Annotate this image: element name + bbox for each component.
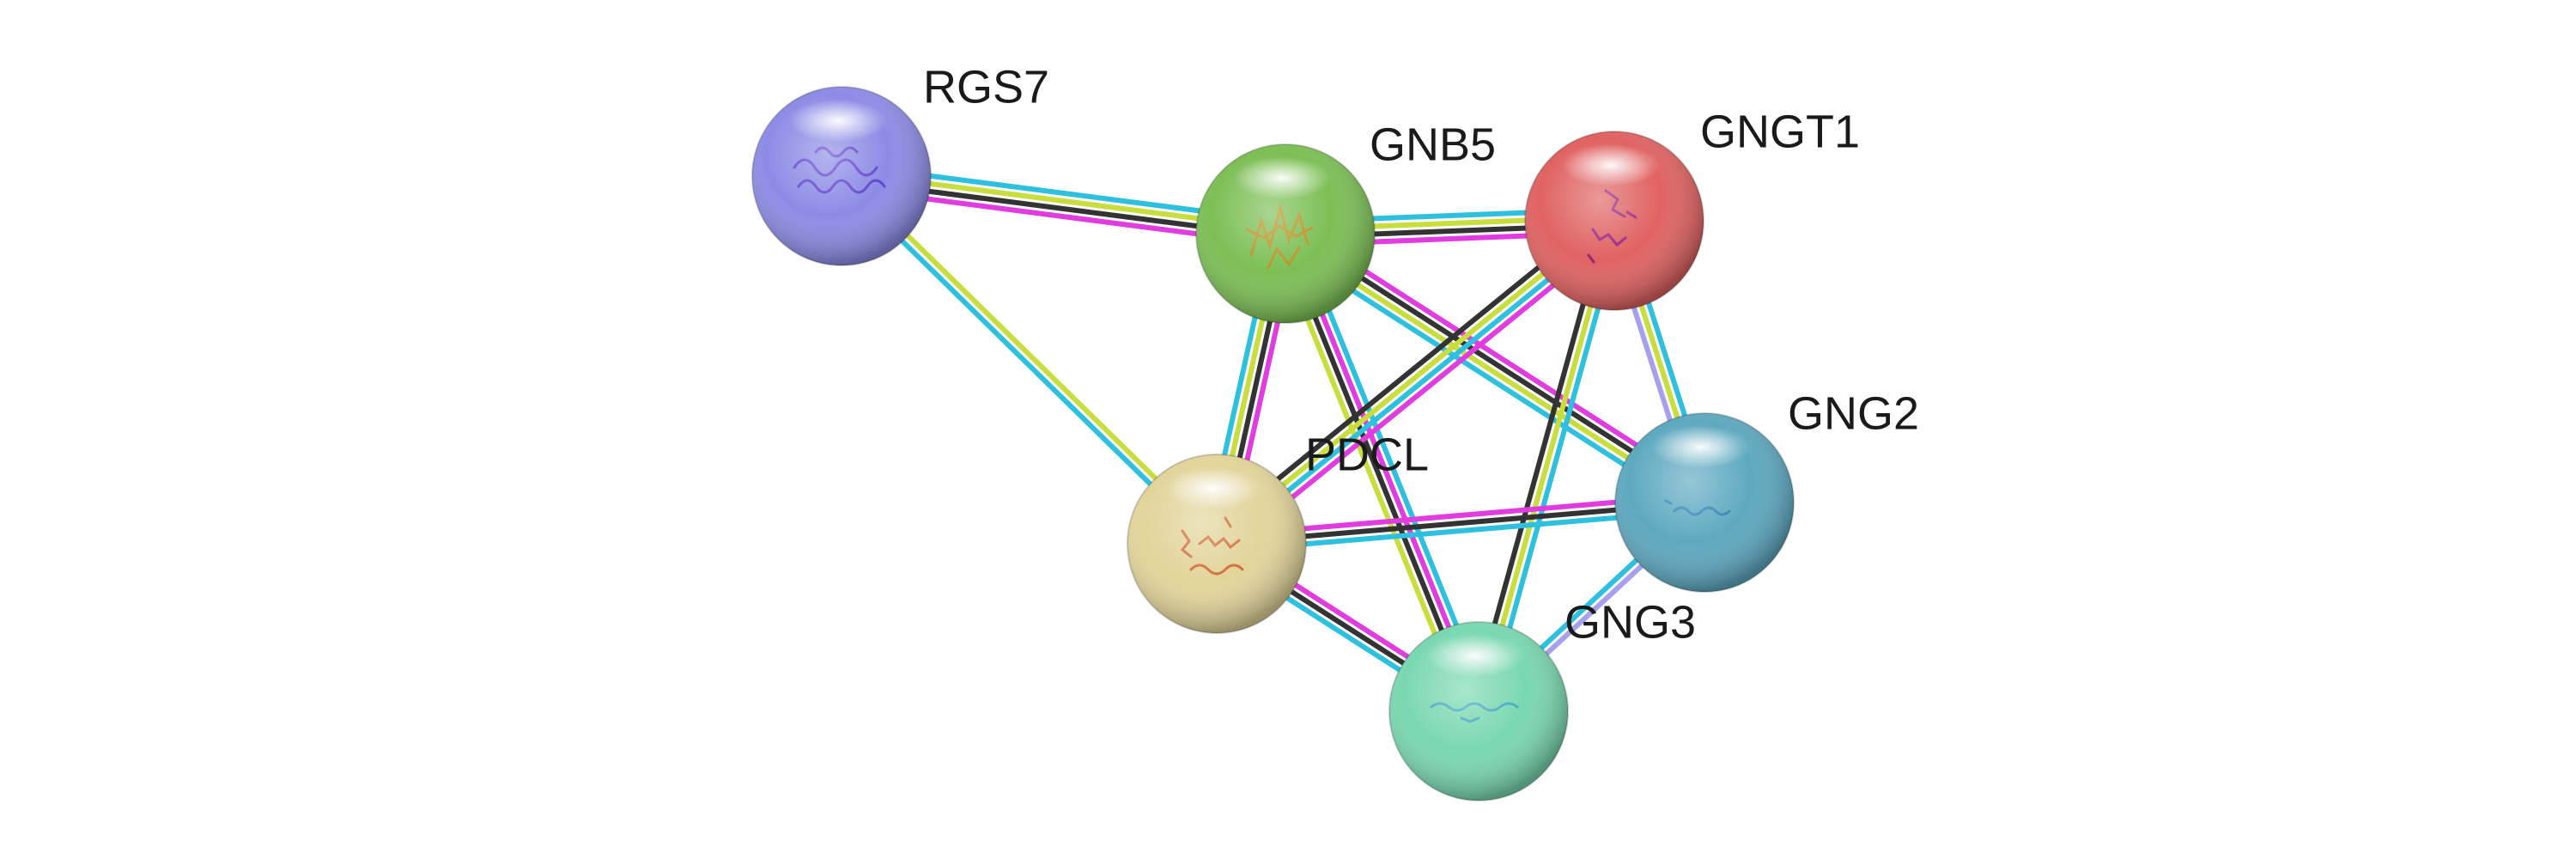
node-gng3[interactable]: GNG3 xyxy=(1388,596,1696,801)
nodes-layer: RGS7 GNB5 GNGT1 GNG2 xyxy=(751,61,1919,801)
node-rgs7[interactable]: RGS7 xyxy=(751,61,1049,266)
node-gnb5-highlight xyxy=(1232,156,1332,200)
node-pdcl[interactable]: PDCL xyxy=(1127,429,1429,634)
node-rgs7-highlight xyxy=(788,99,888,143)
node-gnb5-label: GNB5 xyxy=(1370,119,1496,170)
node-gng3-highlight xyxy=(1425,634,1525,678)
node-gng3-label: GNG3 xyxy=(1564,596,1696,648)
node-gnb5[interactable]: GNB5 xyxy=(1195,119,1496,324)
node-gng2-highlight xyxy=(1651,425,1751,469)
node-gngt1-label: GNGT1 xyxy=(1700,106,1860,157)
node-gng2[interactable]: GNG2 xyxy=(1614,387,1919,593)
node-pdcl-highlight xyxy=(1163,466,1263,510)
node-rgs7-label: RGS7 xyxy=(923,61,1049,113)
node-gngt1-highlight xyxy=(1561,143,1661,187)
node-gngt1[interactable]: GNGT1 xyxy=(1524,106,1860,311)
node-pdcl-label: PDCL xyxy=(1305,429,1429,480)
node-gng2-label: GNG2 xyxy=(1788,387,1919,439)
